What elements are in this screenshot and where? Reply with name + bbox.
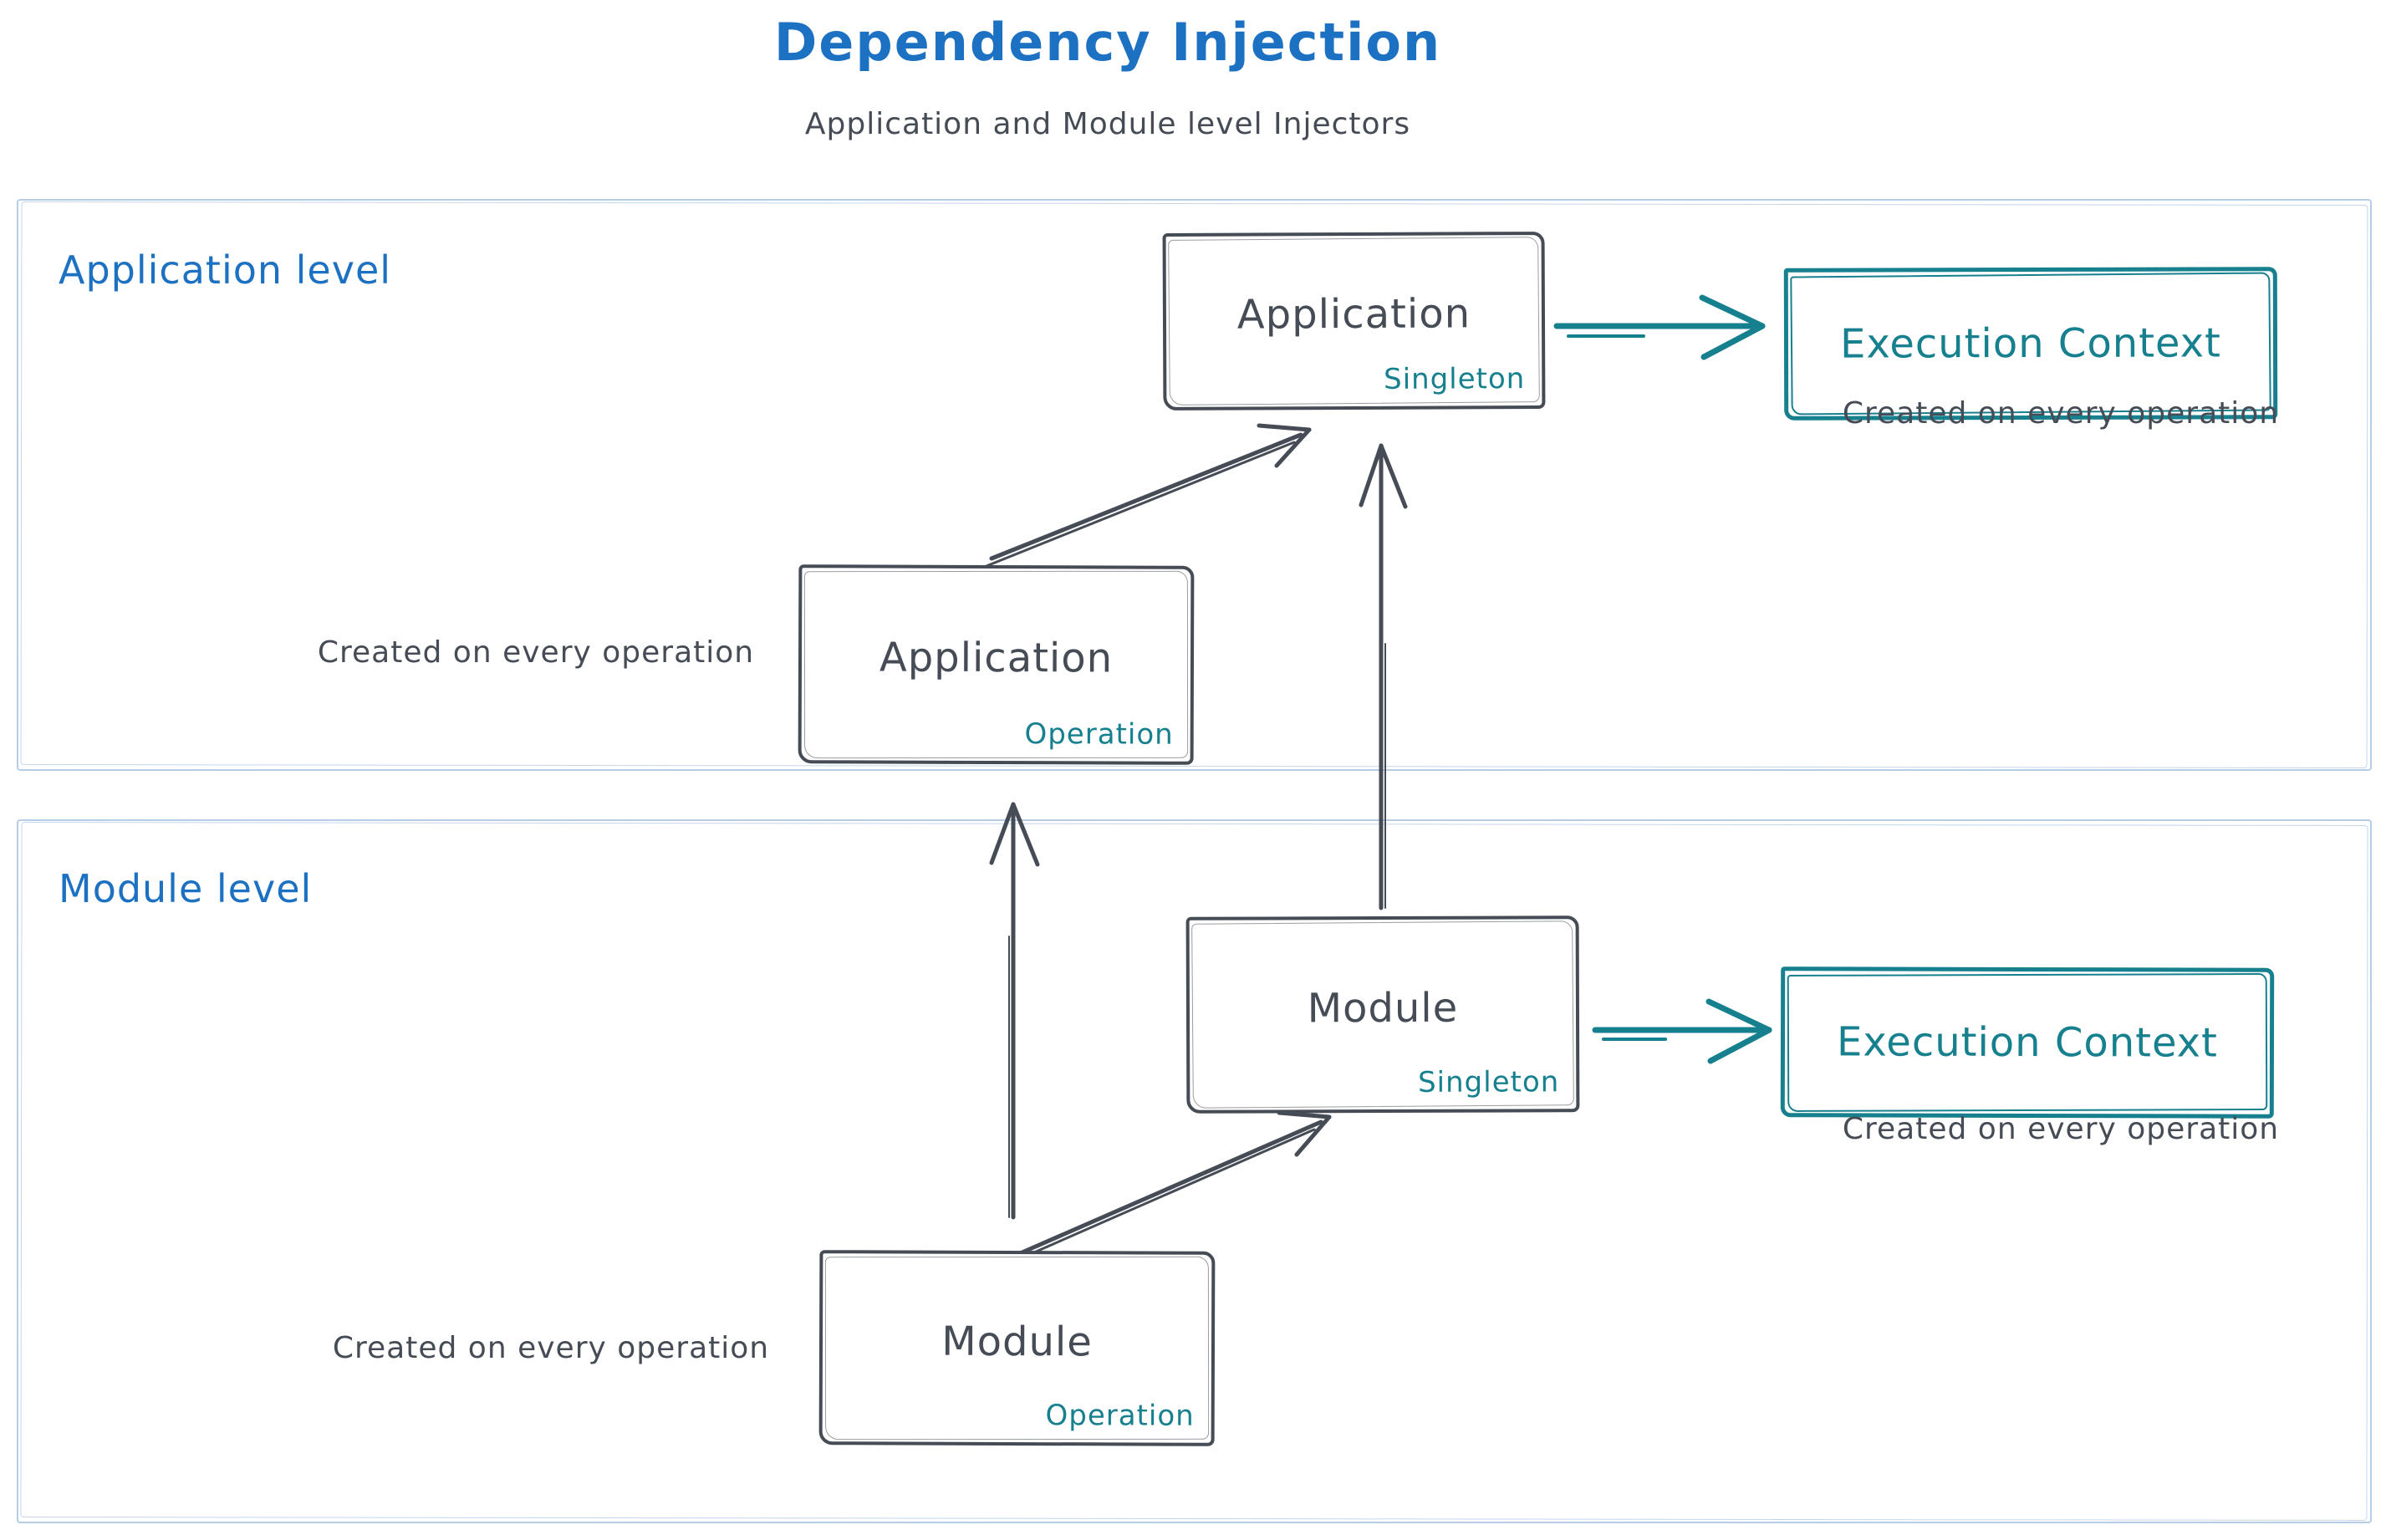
page-subtitle: Application and Module level Injectors <box>804 107 1411 141</box>
application-level-label: Application level <box>59 247 392 293</box>
app-operation-title: Application <box>879 634 1114 682</box>
module-singleton-tag: Singleton <box>1417 1065 1560 1099</box>
caption-module-operation: Created on every operation <box>332 1331 770 1365</box>
execution-context-module-title: Execution Context <box>1837 1018 2218 1067</box>
app-operation-box: Application Operation <box>798 564 1195 765</box>
execution-context-app-title: Execution Context <box>1840 319 2221 368</box>
application-level-container <box>17 199 2372 771</box>
app-singleton-title: Application <box>1236 290 1471 339</box>
caption-app-operation: Created on every operation <box>317 635 755 670</box>
page-title: Dependency Injection <box>773 12 1442 73</box>
module-operation-tag: Operation <box>1045 1399 1195 1433</box>
caption-exec-context-app: Created on every operation <box>1842 396 2280 431</box>
module-singleton-box: Module Singleton <box>1185 915 1580 1114</box>
module-operation-title: Module <box>941 1318 1093 1365</box>
module-operation-box: Module Operation <box>818 1250 1216 1446</box>
module-level-label: Module level <box>59 866 313 911</box>
module-singleton-title: Module <box>1307 984 1459 1032</box>
execution-context-module-box: Execution Context <box>1780 966 2275 1119</box>
module-level-container <box>17 819 2372 1523</box>
app-operation-tag: Operation <box>1024 717 1174 752</box>
app-singleton-box: Application Singleton <box>1162 232 1546 410</box>
caption-exec-context-module: Created on every operation <box>1842 1112 2280 1146</box>
app-singleton-tag: Singleton <box>1383 362 1526 396</box>
